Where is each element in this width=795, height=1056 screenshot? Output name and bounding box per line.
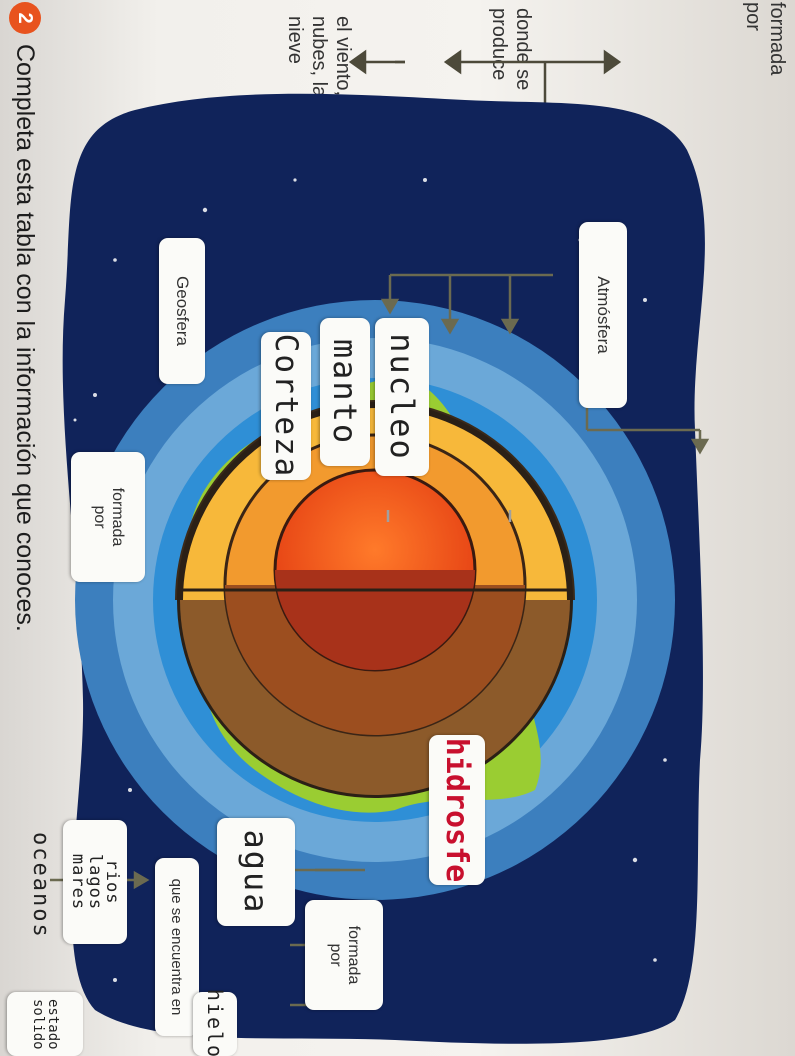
geosphere-label-text: Geosfera <box>173 276 192 346</box>
answer-agua-text: agua <box>237 829 275 915</box>
answer-rios-lagos-mares-text: rios lagos mares <box>68 853 123 911</box>
que-se-encuentra-en-text: que se encuentra en <box>168 878 186 1016</box>
answer-hielo: hielo <box>193 988 237 1056</box>
answer-rios-lagos-mares: rios lagos mares <box>63 820 127 944</box>
answer-estado-solido-text: estado solido <box>30 999 61 1050</box>
hydrosphere-label-text: hidrosfe <box>439 737 475 883</box>
hydrosphere-label: hidrosfe <box>429 735 485 885</box>
answer-nucleo: nucleo <box>375 318 429 476</box>
answer-agua: agua <box>217 818 295 926</box>
hydrosphere-formada-por: formada por <box>305 900 383 1010</box>
answer-estado-solido: estado solido <box>7 992 83 1056</box>
geosphere-formada-por: formada por <box>71 452 145 582</box>
atmosphere-label-text: Atmósfera <box>594 276 613 354</box>
answer-corteza-text: Corteza <box>268 333 304 479</box>
answer-manto: manto <box>320 318 370 466</box>
answer-hielo-text: hielo <box>203 988 227 1056</box>
geosphere-connector-lines <box>380 273 710 522</box>
answer-corteza: Corteza <box>261 332 311 480</box>
answer-oceanos: oceanos <box>28 832 53 939</box>
atmosphere-label: Atmósfera <box>579 222 627 408</box>
hydrosphere-formada-por-text: formada por <box>327 925 362 985</box>
geosphere-label: Geosfera <box>159 238 205 384</box>
answer-manto-text: manto <box>326 338 364 446</box>
geosphere-formada-por-text: formada por <box>91 487 126 547</box>
answer-nucleo-text: nucleo <box>383 333 421 461</box>
earth-cutaway <box>177 402 573 798</box>
